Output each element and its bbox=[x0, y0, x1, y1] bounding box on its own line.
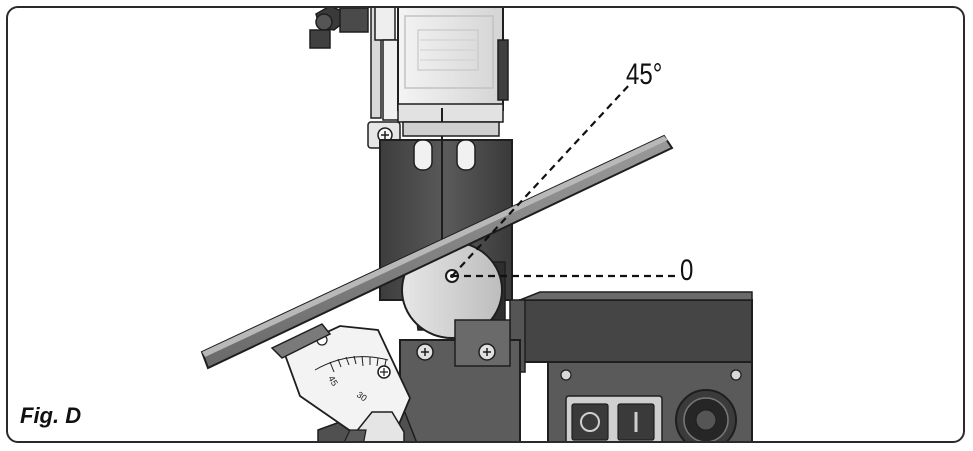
angle-label-45: 45° bbox=[626, 58, 663, 91]
motor-head bbox=[397, 8, 509, 123]
figure-frame bbox=[6, 6, 965, 443]
pivot-disc bbox=[401, 241, 506, 339]
clamp-knob bbox=[309, 8, 369, 49]
guide-rod bbox=[370, 8, 400, 121]
tilt-lock-knob bbox=[339, 411, 405, 441]
angle-label-0: 0 bbox=[680, 254, 694, 287]
angle-scale-plate: 45 30 bbox=[282, 325, 411, 437]
figure-caption: Fig. D bbox=[20, 403, 82, 428]
tilting-table bbox=[200, 134, 674, 370]
base-housing bbox=[509, 291, 753, 441]
scale-number-30: 30 bbox=[355, 389, 369, 403]
reference-line-45 bbox=[451, 83, 631, 277]
scale-number-45: 45 bbox=[326, 374, 340, 388]
